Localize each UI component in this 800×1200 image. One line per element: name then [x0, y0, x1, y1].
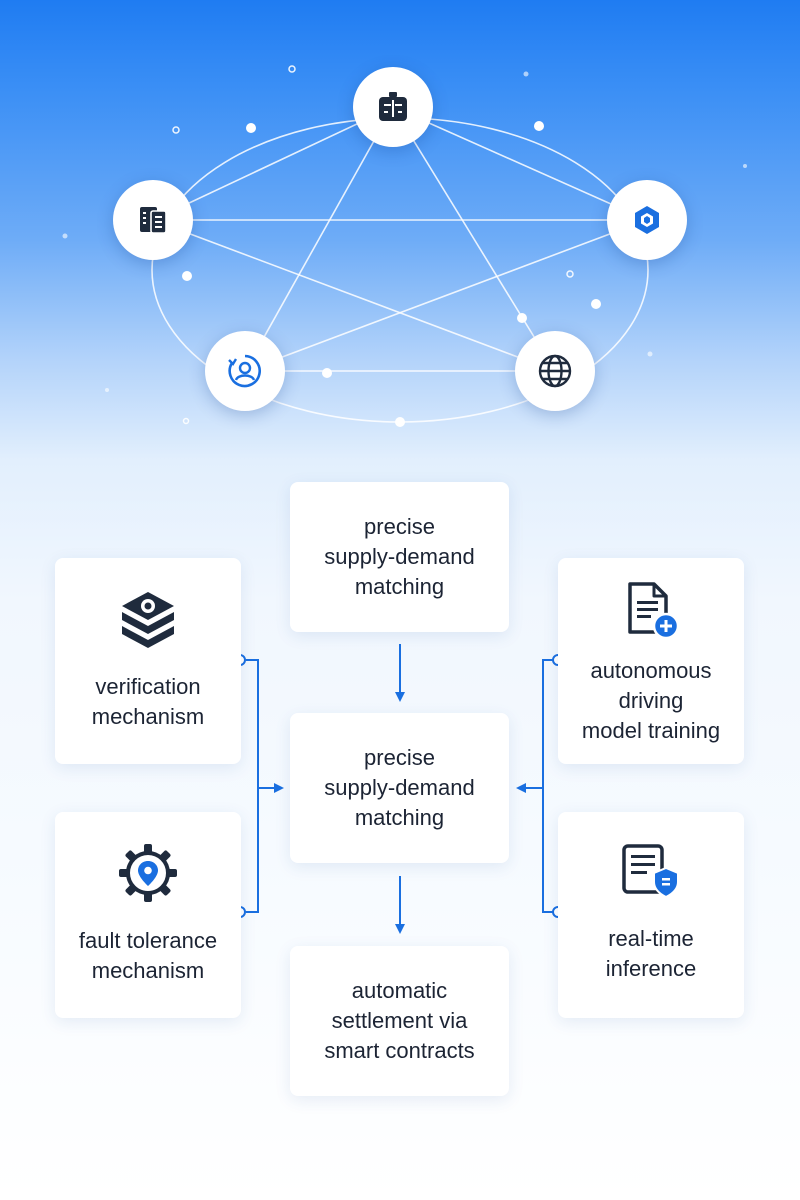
card-real-time-inference-label: real-time inference — [605, 926, 697, 981]
card-center-label: precise supply-demand matching — [324, 745, 475, 830]
card-autonomous-driving-training: autonomous driving model training — [558, 558, 744, 764]
card-center-precise-matching: precise supply-demand matching — [290, 713, 509, 863]
document-shield-icon — [622, 844, 679, 899]
gear-location-icon — [119, 844, 177, 902]
sparkle-dot — [523, 71, 529, 77]
sparkle-dot — [743, 164, 747, 168]
network-link — [392, 106, 648, 221]
document-plus-icon — [628, 582, 680, 640]
card-top-precise-matching: precise supply-demand matching — [290, 482, 509, 632]
card-bottom-label: automatic settlement via smart contracts — [324, 978, 475, 1063]
sparkle-dot — [62, 233, 68, 239]
network-node-top — [353, 67, 433, 147]
card-autonomous-driving-label: autonomous driving model training — [581, 658, 721, 743]
document-stack-icon — [140, 207, 167, 234]
card-bottom-smart-contracts: automatic settlement via smart contracts — [290, 946, 509, 1096]
left-bracket-connector — [246, 659, 259, 913]
sparkle-dot — [566, 270, 574, 278]
sparkle-dot — [288, 65, 296, 73]
card-real-time-inference: real-time inference — [558, 812, 744, 1018]
network-diagram — [62, 65, 747, 427]
network-link — [152, 106, 394, 221]
robot-chip-icon — [379, 92, 407, 121]
globe-icon — [538, 354, 572, 388]
network-node-left — [113, 180, 193, 260]
card-verification-mechanism: verification mechanism — [55, 558, 241, 764]
network-dot — [322, 368, 332, 378]
network-node-right — [607, 180, 687, 260]
network-dot — [591, 299, 601, 309]
network-dot — [395, 417, 405, 427]
card-top-label: precise supply-demand matching — [324, 514, 475, 599]
network-link — [244, 219, 648, 372]
card-verification-label: verification mechanism — [91, 674, 205, 729]
network-node-bottom-left — [205, 331, 285, 411]
sparkle-dot — [647, 351, 653, 357]
network-dot — [534, 121, 544, 131]
card-fault-tolerance-label: fault tolerance mechanism — [78, 928, 218, 983]
network-dot — [517, 313, 527, 323]
network-link — [152, 219, 556, 372]
network-node-bottom-right — [515, 331, 595, 411]
sparkle-dot — [182, 417, 190, 425]
network-link — [244, 106, 394, 372]
card-fault-tolerance-mechanism: fault tolerance mechanism — [55, 812, 241, 1018]
sparkle-dot — [105, 388, 109, 392]
sparkle-dot — [172, 126, 180, 134]
network-dot — [246, 123, 256, 133]
right-bracket-connector — [542, 659, 554, 913]
network-dot — [182, 271, 192, 281]
user-sync-icon — [228, 354, 261, 388]
network-link — [392, 106, 556, 372]
hexagon-cube-icon — [635, 206, 659, 234]
layered-cube-icon — [122, 592, 174, 648]
